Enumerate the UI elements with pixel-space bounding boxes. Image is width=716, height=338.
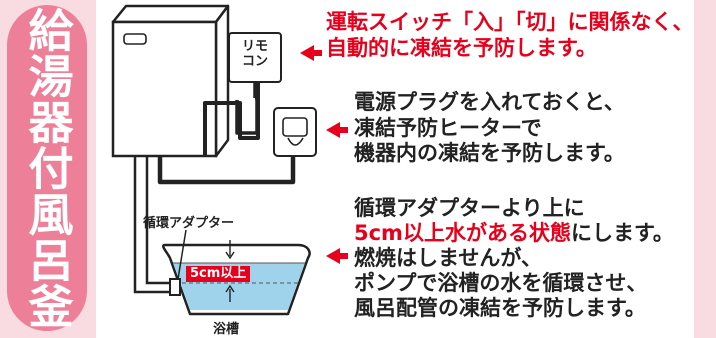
right-pink-band [694,0,716,338]
callout-2-line-3: 機器内の凍結を予防します。 [354,141,625,166]
callout-3-line-4: ポンプで浴槽の水を循環させ、 [354,270,648,295]
remote-label: リモ コン [231,39,279,70]
callout-3-line-5: 風呂配管の凍結を予防します。 [354,295,646,320]
callout-3-arrow [326,248,348,264]
callout-2: 電源プラグを入れておくと、 凍結予防ヒーターで 機器内の凍結を予防します。 [354,90,625,167]
depth-arrows [225,240,235,302]
callout-2-line-2: 凍結予防ヒーターで [354,115,542,140]
water-level-label: 5cm以上 [186,266,251,282]
callout-3: 循環アダプターより上に 5cm以上水がある状態にします。 燃焼はしませんが、 ポ… [354,196,674,321]
circulation-adapter [169,278,181,296]
callout-3-line-3: 燃焼はしませんが、 [354,245,542,270]
water-heater-unit [111,4,230,158]
callout-3-line-2: 5cm以上水がある状態にします。 [354,221,674,246]
adapter-leader-line [177,229,187,280]
power-cord [157,152,296,185]
callout-3-line-2-rest: にします。 [570,220,674,245]
bath-pipe-inner [145,156,170,285]
callout-3-emphasis: 5cm以上水がある状態 [354,220,571,245]
callout-1: 運転スイッチ「入」「切」に関係なく、 自動的に凍結を予防します。 [326,10,694,61]
callout-3-line-1: 循環アダプターより上に [354,196,585,220]
callout-1-line-1: 運転スイッチ「入」「切」に関係なく、 [326,10,694,34]
callout-2-line-1: 電源プラグを入れておくと、 [354,90,625,114]
power-outlet [273,107,317,157]
remote-label-line-1: リモ [241,39,268,54]
bathtub-label: 浴槽 [213,322,240,337]
callout-1-arrow [300,45,322,61]
adapter-label: 循環アダプター [143,216,235,231]
side-title-pill: 給湯器付風呂釜 [7,5,87,331]
callout-2-arrow [326,122,348,138]
bath-pipe-outer [133,156,170,294]
remote-label-line-2: コン [241,53,268,69]
callout-1-line-2: 自動的に凍結を予防します。 [326,35,597,60]
side-title: 給湯器付風呂釜 [20,7,74,329]
